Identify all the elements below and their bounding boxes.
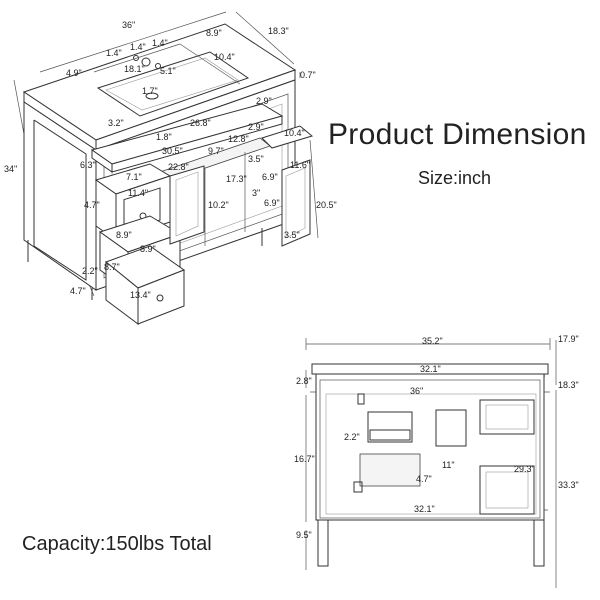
dim-iso-right-w: 10.4"	[284, 128, 305, 138]
dim-iso-shelf-h: 9.7"	[208, 146, 224, 156]
dim-iso-right-a: 6.9"	[262, 172, 278, 182]
page-title: Product Dimension	[328, 118, 587, 151]
dim-iso-leg-gap: 2.2"	[82, 266, 98, 276]
dim-iso-basin-l: 10.4"	[214, 52, 235, 62]
dim-iso-shelf-d: 10.2"	[208, 200, 229, 210]
dim-iso-mid-h: 17.3"	[226, 174, 247, 184]
iso-top-drawer	[90, 103, 284, 173]
dim-iso-leg-h: 4.7"	[70, 286, 86, 296]
dim-front-cutout-w: 11"	[442, 460, 455, 470]
dim-iso-drain: 1.7"	[142, 86, 158, 96]
dim-iso-drawer-h2: 8.7"	[104, 262, 120, 272]
dim-iso-hole-b: 1.4"	[130, 42, 146, 52]
dim-front-total-h: 33.3"	[558, 480, 579, 490]
dim-iso-inner-w: 30.5"	[162, 146, 183, 156]
dim-iso-basin-d: 5.1"	[160, 66, 176, 76]
dim-iso-drawer-w2: 11.4"	[128, 188, 149, 198]
iso-countertop	[22, 23, 297, 151]
dim-iso-right-base: 3.5"	[284, 230, 300, 240]
dim-iso-width-top: 36"	[122, 20, 136, 30]
dim-front-top-gap: 2.8"	[296, 376, 312, 386]
dim-iso-drawer-d3: 13.4"	[130, 290, 151, 300]
dim-iso-left-edge: 6.3"	[80, 160, 96, 170]
dim-iso-hole-d: 8.9"	[206, 28, 222, 38]
dim-iso-drawer-d1: 8.9"	[116, 230, 132, 240]
dim-front-cutout-h: 4.7"	[416, 474, 432, 484]
dim-front-depth: 18.3"	[558, 380, 579, 390]
dim-iso-depth-top: 18.3"	[268, 26, 289, 36]
dim-iso-right-d: 3.5"	[248, 154, 264, 164]
front-cabinet	[311, 363, 549, 567]
iso-left-drawers	[94, 163, 186, 325]
dim-iso-right-h: 11.6"	[290, 160, 311, 170]
dim-front-leg-h: 9.5"	[296, 530, 312, 540]
dim-front-width: 36"	[410, 386, 424, 396]
dim-iso-basin-w: 18.1"	[124, 64, 145, 74]
dim-iso-shelf-w: 12.8"	[228, 134, 249, 144]
dim-front-bottom-w: 32.1"	[414, 504, 435, 514]
dim-iso-open-w: 22.8"	[168, 162, 189, 172]
dim-iso-hole-c: 1.4"	[152, 38, 168, 48]
dim-front-door-h: 29.3"	[514, 464, 535, 474]
dim-iso-right-c: 6.9"	[264, 198, 280, 208]
dim-iso-drawer-h: 4.7"	[84, 200, 100, 210]
dim-front-top-w: 35.2"	[422, 336, 443, 346]
dim-iso-hole-a: 1.4"	[106, 48, 122, 58]
dim-iso-right-top: 2.9"	[248, 122, 264, 132]
capacity-label: Capacity:150lbs Total	[22, 533, 212, 555]
dim-iso-right-b: 3"	[252, 188, 261, 198]
dim-front-inner-h: 16.7"	[294, 454, 315, 464]
dim-iso-opening-w: 26.8"	[190, 118, 211, 128]
dim-front-top-d: 17.9"	[558, 334, 579, 344]
dim-front-shelf-gap: 2.2"	[344, 432, 360, 442]
dim-iso-side-h: 20.5"	[316, 200, 337, 210]
page-subtitle: Size:inch	[418, 168, 492, 188]
dim-iso-height: 34"	[4, 164, 18, 174]
dim-iso-inner-back: 2.9"	[256, 96, 272, 106]
dim-iso-panel: 1.8"	[156, 132, 172, 142]
dim-iso-drawer-d2: 8.9"	[140, 244, 156, 254]
iso-doors	[169, 125, 314, 247]
dim-iso-top-thick: 0.7"	[300, 70, 316, 80]
dim-front-inner-w: 32.1"	[420, 364, 441, 374]
dim-iso-left-top: 3.2"	[108, 118, 124, 128]
dim-iso-side-gap: 4.9"	[66, 68, 82, 78]
dim-iso-drawer-w1: 7.1"	[126, 172, 142, 182]
